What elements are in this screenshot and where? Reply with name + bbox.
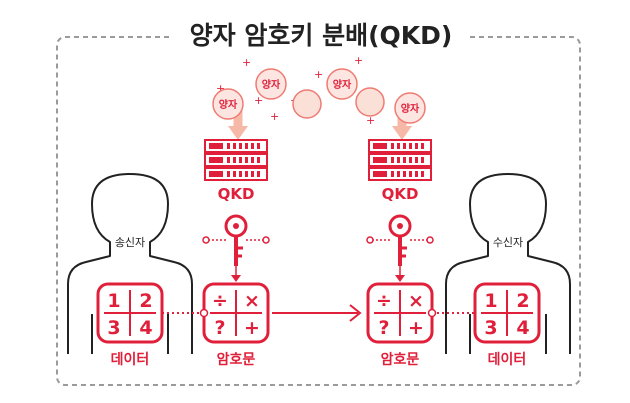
- svg-text:+: +: [354, 54, 363, 67]
- key-icon-right: [365, 214, 435, 268]
- receiver-label: 수신자: [493, 236, 523, 249]
- sender-label: 송신자: [115, 236, 145, 249]
- title-backdrop: [172, 14, 470, 54]
- key-icon-left: [201, 214, 271, 268]
- svg-text:+: +: [254, 94, 263, 107]
- cipher-box-left: ÷ × ? +: [202, 282, 270, 344]
- photon-empty-1: [292, 89, 322, 119]
- receiver-cell-4: 4: [516, 317, 529, 339]
- cipher-left-cell-2: ×: [244, 290, 260, 312]
- receiver-cell-3: 3: [484, 317, 497, 339]
- photon-label-3: 양자: [333, 78, 352, 91]
- svg-text:+: +: [216, 82, 225, 95]
- cipher-left-cell-4: +: [244, 317, 260, 339]
- cipher-right-cell-4: +: [408, 317, 424, 339]
- sender-cell-4: 4: [139, 317, 152, 339]
- receiver-cell-2: 2: [516, 290, 529, 312]
- sender-data-box: 1 2 3 4: [96, 282, 164, 344]
- photon-1: 양자: [212, 88, 244, 120]
- photon-3: 양자: [326, 68, 358, 100]
- qkd-label-right: QKD: [382, 185, 419, 203]
- photon-label-1: 양자: [219, 98, 238, 111]
- sender-data-label: 데이터: [111, 351, 150, 368]
- cipher-left-cell-1: ÷: [212, 290, 228, 312]
- svg-text:+: +: [270, 110, 279, 123]
- page-title: 양자 암호키 분배(QKD): [190, 21, 453, 50]
- photon-label-4: 양자: [401, 102, 420, 115]
- sender-cell-2: 2: [139, 290, 152, 312]
- sender-cell-3: 3: [107, 317, 120, 339]
- photon-label-2: 양자: [262, 78, 281, 91]
- svg-text:+: +: [242, 56, 251, 69]
- qkd-server-icon-left: [204, 139, 268, 181]
- receiver-cell-1: 1: [484, 290, 497, 312]
- cipher-box-right: ÷ × ? +: [366, 282, 434, 344]
- receiver-data-box: 1 2 3 4: [473, 282, 541, 344]
- cipher-left-cell-3: ?: [214, 317, 225, 339]
- cipher-right-cell-2: ×: [408, 290, 424, 312]
- svg-text:+: +: [366, 114, 375, 127]
- sender-cell-1: 1: [107, 290, 120, 312]
- photon-empty-2: [355, 87, 385, 117]
- cipher-right-cell-1: ÷: [376, 290, 392, 312]
- qkd-label-left: QKD: [218, 185, 255, 203]
- qkd-server-icon-right: [368, 139, 432, 181]
- cipher-label-left: 암호문: [217, 351, 256, 368]
- cipher-label-right: 암호문: [381, 351, 420, 368]
- cipher-right-cell-3: ?: [378, 317, 389, 339]
- photon-2: 양자: [255, 68, 287, 100]
- receiver-data-label: 데이터: [488, 351, 527, 368]
- svg-text:+: +: [314, 68, 323, 81]
- photon-4: 양자: [394, 92, 426, 124]
